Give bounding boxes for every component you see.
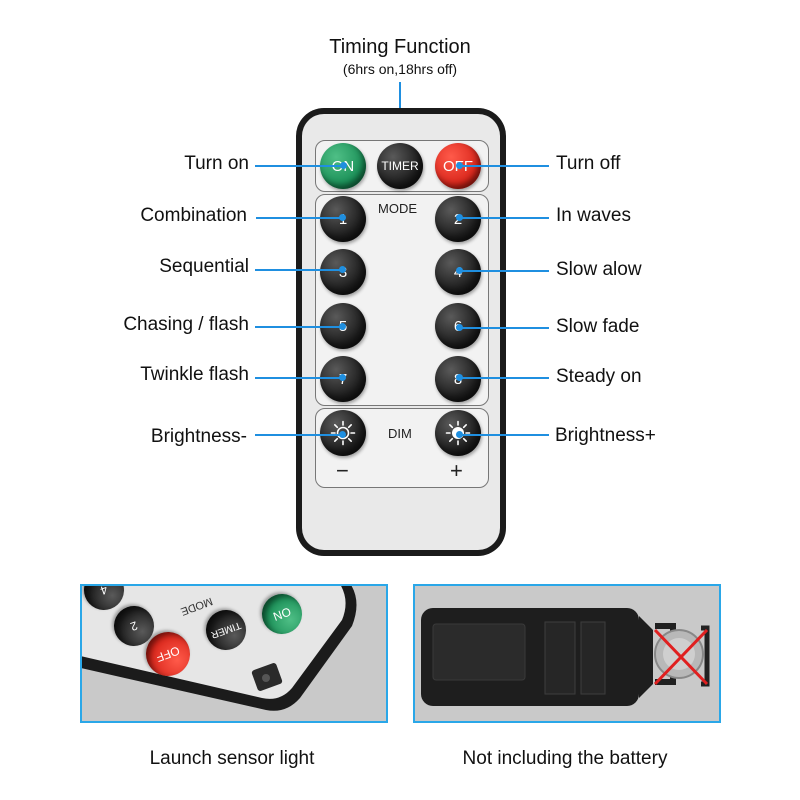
leader-key-1 (256, 217, 342, 219)
leader-key-3 (255, 269, 342, 271)
timer-button[interactable]: TIMER (377, 143, 423, 189)
leader-dot (456, 267, 463, 274)
label-key-6: Slow fade (556, 316, 640, 337)
remote-back-illustration (421, 608, 710, 706)
leader-dot (339, 266, 346, 273)
caption-launch-sensor: Launch sensor light (149, 748, 315, 769)
label-brightness-plus: Brightness+ (555, 425, 656, 446)
caption-no-battery: Not including the battery (462, 748, 668, 769)
sun-outline-icon (330, 420, 356, 446)
battery-photo (413, 584, 721, 723)
leader-dot (340, 162, 347, 169)
leader-dot (339, 323, 346, 330)
sensor-closeup-photo: MODE ON TIMER OFF 2 4 (80, 584, 388, 723)
label-turn-off: Turn off (556, 153, 621, 174)
label-brightness-minus: Brightness- (150, 426, 247, 447)
leader-key-2 (459, 217, 549, 219)
minus-sign: − (336, 458, 349, 483)
plus-sign: + (450, 458, 463, 483)
leader-dot (456, 214, 463, 221)
leader-brightness-minus (255, 434, 342, 436)
leader-key-8 (459, 377, 549, 379)
label-turn-on: Turn on (184, 153, 249, 174)
leader-key-6 (459, 327, 549, 329)
label-key-5: Chasing / flash (123, 314, 249, 335)
mode-label: MODE (378, 201, 417, 216)
timing-function-subtitle: (6hrs on,18hrs off) (342, 61, 458, 77)
leader-dot (456, 324, 463, 331)
leader-dot (339, 431, 346, 438)
leader-key-5 (255, 326, 342, 328)
label-key-2: In waves (556, 205, 631, 226)
leader-dot (339, 214, 346, 221)
label-key-3: Sequential (159, 256, 249, 277)
leader-key-7 (255, 377, 342, 379)
leader-turn-off (459, 165, 549, 167)
dim-label: DIM (388, 426, 412, 441)
leader-key-4 (459, 270, 549, 272)
leader-dot (456, 162, 463, 169)
leader-dot (339, 374, 346, 381)
label-key-7: Twinkle flash (140, 364, 249, 385)
leader-dot (456, 374, 463, 381)
leader-turn-on (255, 165, 343, 167)
leader-dot (456, 431, 463, 438)
label-key-1: Combination (140, 205, 247, 226)
label-key-4: Slow alow (556, 259, 642, 280)
label-key-8: Steady on (556, 366, 642, 387)
leader-brightness-plus (459, 434, 549, 436)
timing-function-title: Timing Function (329, 36, 471, 58)
